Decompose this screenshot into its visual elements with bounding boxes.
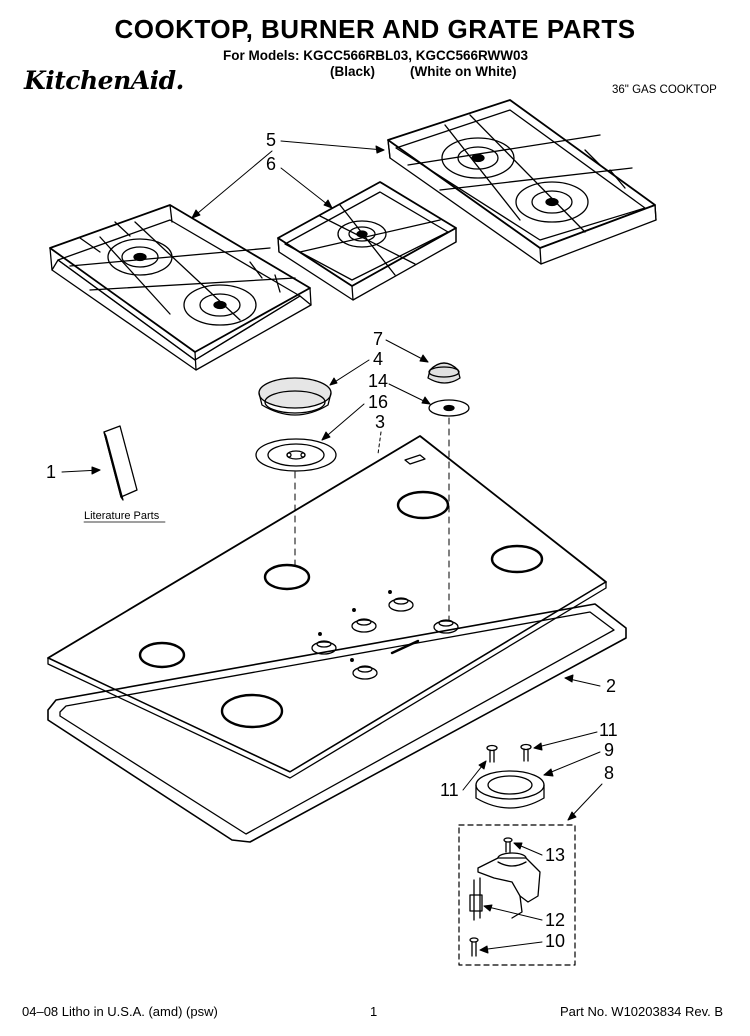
callout-10: 10	[545, 931, 565, 951]
callout-14: 14	[368, 371, 388, 391]
screw-right	[520, 743, 532, 762]
cooktop-gasket	[47, 603, 627, 843]
model-numbers: For Models: KGCC566RBL03, KGCC566RWW03	[223, 48, 529, 63]
cooktop-surface	[47, 435, 607, 779]
assembly-lines	[294, 417, 450, 621]
callout-6: 6	[266, 154, 276, 174]
callout-16: 16	[368, 392, 388, 412]
leader-lines-bottom	[479, 842, 543, 954]
variant-black-label: (Black)	[330, 64, 376, 79]
leader-lines-middle	[321, 339, 431, 455]
litho-note: 04–08 Litho in U.S.A. (amd) (psw)	[22, 1004, 218, 1019]
leader-line-1	[61, 466, 101, 475]
callout-5: 5	[266, 130, 276, 150]
callout-2: 2	[606, 676, 616, 696]
callout-3: 3	[375, 412, 385, 432]
callout-12: 12	[545, 910, 565, 930]
variant-white-label: (White on White)	[410, 64, 517, 79]
burner-base	[255, 438, 337, 472]
page-title: COOKTOP, BURNER AND GRATE PARTS	[114, 14, 636, 44]
callout-11-upper: 11	[599, 720, 618, 740]
right-grate	[387, 99, 657, 265]
page-number: 1	[370, 1004, 378, 1019]
left-grate	[49, 204, 312, 371]
knob-bezel	[428, 399, 470, 417]
leader-lines-lower	[462, 731, 603, 821]
spark-electrode	[469, 937, 479, 957]
screw-left	[486, 744, 498, 763]
burner-cap	[258, 377, 332, 416]
literature-booklet	[103, 425, 138, 501]
callout-9: 9	[604, 740, 614, 760]
leader-lines-top	[191, 140, 385, 219]
callout-8: 8	[604, 763, 614, 783]
burner-assembly	[475, 770, 545, 809]
control-knob	[427, 362, 461, 384]
leader-line-2	[564, 674, 601, 687]
center-grate	[277, 181, 457, 301]
product-type-label: 36" GAS COOKTOP	[612, 84, 717, 96]
part-number: Part No. W10203834 Rev. B	[560, 1004, 724, 1019]
callout-11-lower: 11	[440, 780, 459, 800]
callout-1: 1	[46, 462, 56, 482]
callout-13: 13	[545, 845, 565, 865]
valve-assembly-box	[458, 824, 576, 966]
valve-bracket	[469, 837, 541, 921]
literature-parts-label: Literature Parts	[84, 510, 160, 522]
brand-logo: KitchenAid.	[24, 66, 184, 95]
callout-7: 7	[373, 329, 383, 349]
callout-4: 4	[373, 349, 383, 369]
